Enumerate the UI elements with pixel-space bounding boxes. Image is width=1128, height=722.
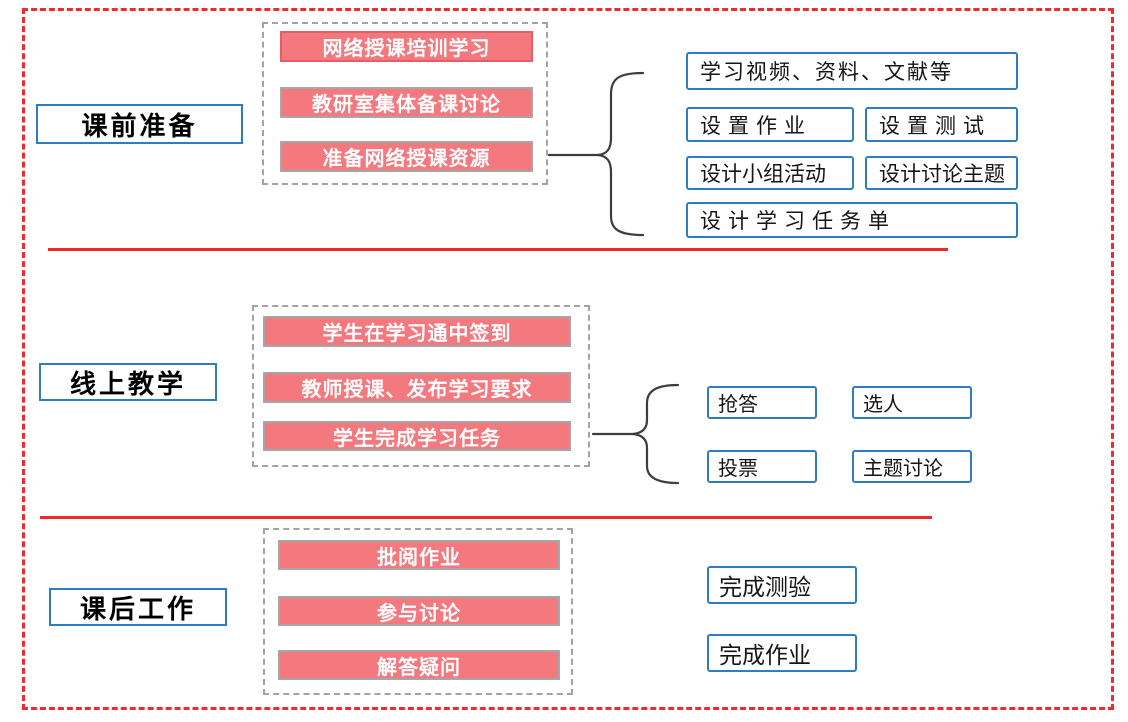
online-teaching-activities-group	[252, 305, 590, 467]
stage-label-post-class-text: 课后工作	[79, 593, 196, 624]
resource-box-videos-materials: 学习视频、资料、文献等	[686, 52, 1018, 90]
resource-text: 设计小组活动	[700, 163, 826, 186]
resource-box-set-homework: 设置作业	[686, 107, 854, 142]
activity-text: 学生在学习通中签到	[322, 323, 512, 345]
activity-box-answer-questions: 解答疑问	[278, 650, 560, 680]
activity-box-prepare-resources: 准备网络授课资源	[280, 141, 533, 172]
activity-box-online-training: 网络授课培训学习	[280, 31, 533, 62]
tool-box-vote: 投票	[707, 450, 817, 483]
task-text: 完成作业	[719, 642, 811, 668]
activity-text: 解答疑问	[377, 656, 461, 679]
tool-text: 抢答	[718, 394, 758, 416]
stage-label-pre-class: 课前准备	[36, 104, 243, 144]
resource-text: 设计学习任务单	[700, 210, 896, 233]
activity-box-student-tasks: 学生完成学习任务	[263, 421, 571, 451]
tool-box-topic-discussion: 主题讨论	[852, 450, 972, 483]
stage-label-online-teaching-text: 线上教学	[69, 368, 186, 399]
activity-text: 教研室集体备课讨论	[312, 94, 501, 116]
tool-box-quick-answer: 抢答	[707, 386, 817, 419]
section-divider-line-1	[48, 248, 948, 251]
activity-box-group-lesson-prep: 教研室集体备课讨论	[280, 87, 533, 118]
activity-text: 教师授课、发布学习要求	[301, 379, 533, 401]
resource-text: 学习视频、资料、文献等	[700, 61, 953, 84]
tool-text: 投票	[718, 458, 758, 480]
activity-box-teacher-lecture: 教师授课、发布学习要求	[263, 372, 571, 403]
section-divider-line-2	[40, 516, 932, 519]
resource-text: 设计讨论主题	[879, 163, 1005, 186]
tool-box-pick-student: 选人	[852, 386, 972, 419]
resource-text: 设置测试	[879, 114, 991, 138]
activity-text: 参与讨论	[377, 602, 461, 625]
activity-text: 准备网络授课资源	[322, 148, 491, 170]
resource-box-set-test: 设置测试	[865, 107, 1018, 142]
activity-text: 批阅作业	[377, 546, 461, 569]
resource-text: 设置作业	[700, 114, 812, 138]
resource-box-design-discussion-topic: 设计讨论主题	[865, 156, 1018, 190]
stage-label-online-teaching: 线上教学	[39, 363, 217, 401]
stage-label-post-class: 课后工作	[49, 588, 227, 626]
task-box-complete-quiz: 完成测验	[707, 566, 857, 604]
resource-box-design-task-list: 设计学习任务单	[686, 202, 1018, 238]
resource-box-design-group-activity: 设计小组活动	[686, 156, 854, 190]
tool-text: 主题讨论	[863, 458, 943, 480]
activity-box-grade-homework: 批阅作业	[278, 540, 560, 570]
task-box-complete-homework: 完成作业	[707, 634, 857, 672]
activity-box-student-checkin: 学生在学习通中签到	[263, 316, 571, 347]
stage-label-pre-class-text: 课前准备	[81, 110, 198, 141]
post-class-activities-group	[263, 528, 573, 695]
activity-box-join-discussion: 参与讨论	[278, 596, 560, 626]
pre-class-activities-group	[262, 22, 548, 185]
activity-text: 学生完成学习任务	[333, 427, 501, 450]
tool-text: 选人	[863, 394, 903, 416]
outer-dashed-border	[22, 8, 1114, 710]
task-text: 完成测验	[719, 574, 811, 600]
activity-text: 网络授课培训学习	[322, 38, 491, 60]
